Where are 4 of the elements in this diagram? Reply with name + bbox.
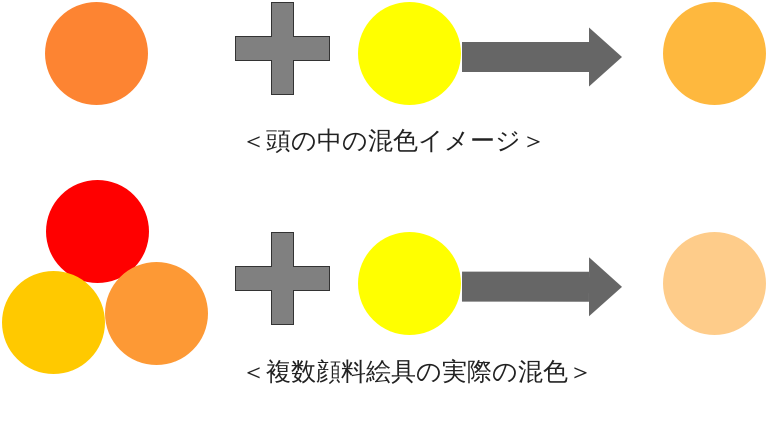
arrow bbox=[462, 28, 622, 86]
arrow bbox=[462, 257, 622, 316]
caption: ＜頭の中の混色イメージ＞ bbox=[241, 126, 546, 156]
caption: ＜複数顔料絵具の実際の混色＞ bbox=[241, 357, 593, 387]
